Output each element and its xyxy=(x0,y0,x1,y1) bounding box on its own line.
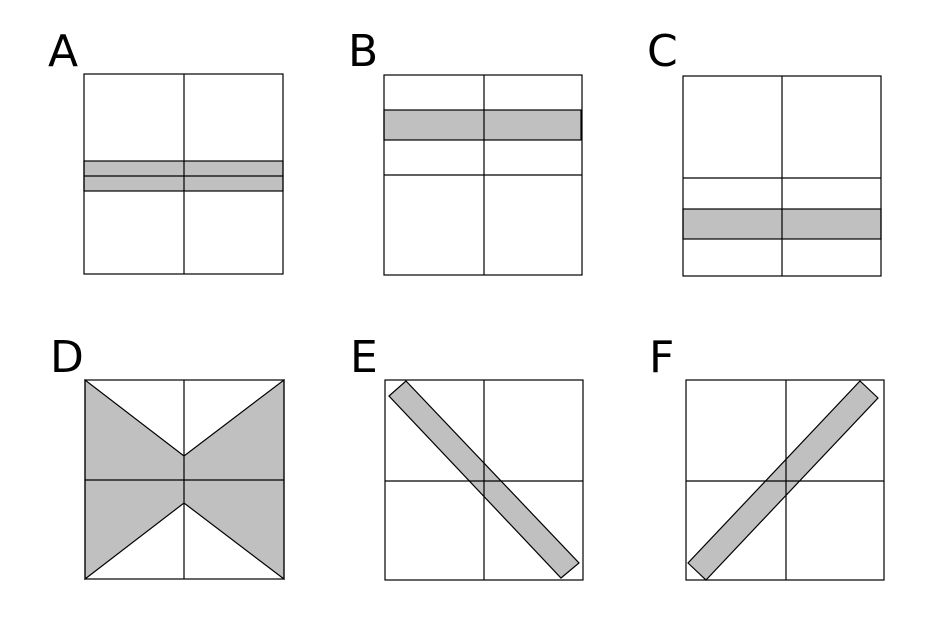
panel-label-b: B xyxy=(348,26,379,77)
panel-a xyxy=(83,73,284,275)
panel-label-f: F xyxy=(649,332,675,383)
panel-label-e: E xyxy=(350,332,378,383)
panel-label-a: A xyxy=(48,26,79,77)
panel-d xyxy=(84,378,285,581)
panel-b xyxy=(383,74,583,276)
panel-label-c: C xyxy=(647,26,678,77)
panel-f xyxy=(685,379,885,581)
square-f xyxy=(685,379,885,581)
panel-label-d: D xyxy=(50,332,84,383)
shaded-band-b xyxy=(383,109,582,141)
panel-c xyxy=(682,75,882,277)
panel-e xyxy=(384,379,584,581)
